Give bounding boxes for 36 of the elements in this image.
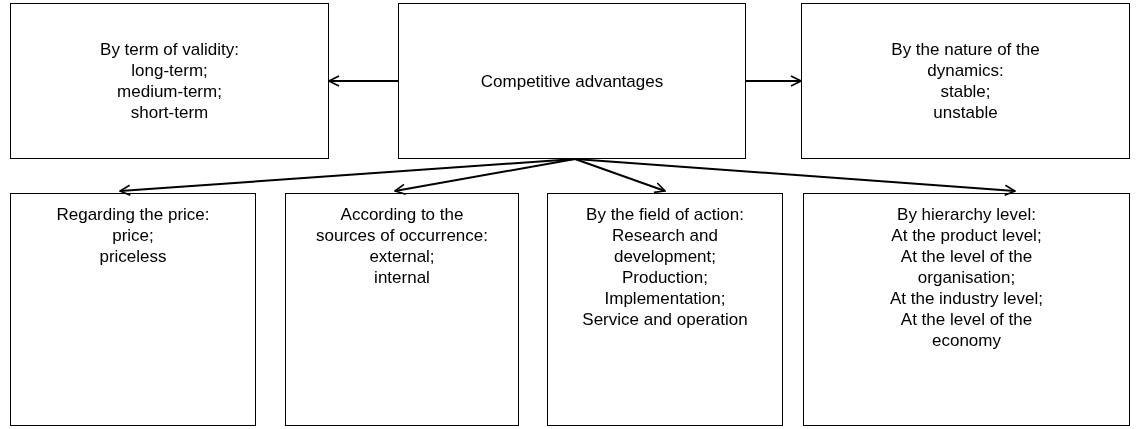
box-item: long-term; xyxy=(131,60,208,81)
box-item: short-term xyxy=(130,102,209,123)
category-box xyxy=(547,193,783,426)
box-heading: By the field of action: xyxy=(586,204,744,225)
category-box xyxy=(398,3,746,159)
box-heading: Regarding the price: xyxy=(56,204,210,225)
box-item: internal xyxy=(374,267,430,288)
category-box xyxy=(10,193,256,426)
box-item: stable; xyxy=(940,81,991,102)
box-item: external; xyxy=(369,246,435,267)
arrow xyxy=(574,158,1016,197)
box-item: At the level of the economy xyxy=(899,309,1034,351)
arrow xyxy=(328,75,399,87)
box-item: Research and development; xyxy=(611,225,719,267)
box-item: price; xyxy=(112,225,154,246)
box-heading: By term of validity: xyxy=(100,39,239,60)
box-item: At the product level; xyxy=(891,225,1042,246)
box-item: medium-term; xyxy=(117,81,222,102)
box-heading: Competitive advantages xyxy=(480,70,664,92)
box-item: Service and operation xyxy=(582,309,748,330)
box-item: priceless xyxy=(99,246,167,267)
box-heading: According to the sources of occurrence: xyxy=(315,204,489,246)
arrow xyxy=(745,75,802,87)
arrow xyxy=(394,158,576,195)
box-item: At the industry level; xyxy=(889,288,1044,309)
box-heading: By the nature of the dynamics: xyxy=(890,39,1041,81)
category-box xyxy=(10,3,329,159)
box-item: Production; xyxy=(622,267,708,288)
category-box xyxy=(285,193,519,426)
arrow xyxy=(574,158,666,194)
box-heading: By hierarchy level: xyxy=(897,204,1036,225)
category-box xyxy=(803,193,1130,426)
box-item: At the level of the organisation; xyxy=(899,246,1034,288)
category-box xyxy=(801,3,1130,159)
box-item: Implementation; xyxy=(604,288,726,309)
box-item: unstable xyxy=(933,102,998,123)
